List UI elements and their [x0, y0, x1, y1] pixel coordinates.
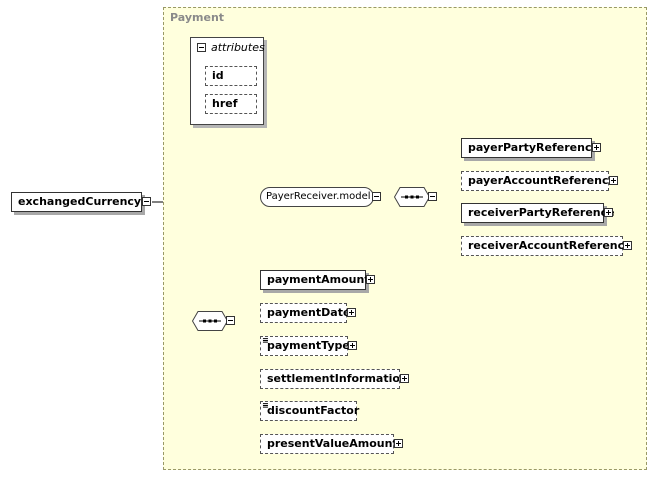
element-discount-factor: discountFactor — [260, 401, 360, 421]
sequence-compositor-icon — [394, 187, 430, 207]
attribute-label: id — [212, 69, 224, 82]
element-label: receiverPartyReference — [468, 206, 615, 219]
root-element: exchangedCurrency1 — [11, 192, 149, 212]
collapse-icon[interactable] — [197, 43, 206, 52]
attributes-title: attributes — [211, 41, 265, 54]
element-label: paymentDate — [267, 306, 351, 319]
simple-content-icon: ≡ — [262, 336, 269, 345]
element-label: settlementInformation — [267, 372, 408, 385]
element-label: payerAccountReference — [468, 174, 616, 187]
collapse-icon[interactable] — [226, 316, 235, 325]
group-payer-receiver-model: PayerReceiver.model — [260, 187, 374, 207]
element-payer-account-reference: payerAccountReference — [461, 171, 616, 191]
root-element-label: exchangedCurrency1 — [18, 195, 149, 208]
element-payment-type: paymentType — [260, 336, 350, 356]
element-label: receiverAccountReference — [468, 239, 632, 252]
element-present-value-amount: presentValueAmount — [260, 434, 398, 454]
element-receiver-party-reference: receiverPartyReference — [461, 203, 615, 223]
expand-icon[interactable] — [400, 374, 409, 383]
element-label: paymentType — [267, 339, 350, 352]
attribute-id: id — [205, 66, 257, 86]
element-payer-party-reference: payerPartyReference — [461, 138, 599, 158]
element-payment-amount: paymentAmount — [260, 270, 370, 290]
group-label: PayerReceiver.model — [266, 191, 371, 202]
element-payment-date: paymentDate — [260, 303, 351, 323]
attribute-href: href — [205, 94, 257, 114]
expand-icon[interactable] — [347, 308, 356, 317]
element-label: paymentAmount — [267, 273, 370, 286]
collapse-icon[interactable] — [142, 197, 151, 206]
expand-icon[interactable] — [609, 176, 618, 185]
element-label: discountFactor — [267, 404, 360, 417]
type-label: Payment — [170, 11, 225, 24]
expand-icon[interactable] — [394, 439, 403, 448]
element-settlement-information: settlementInformation — [260, 369, 408, 389]
collapse-icon[interactable] — [428, 192, 437, 201]
expand-icon[interactable] — [623, 241, 632, 250]
expand-icon[interactable] — [604, 208, 613, 217]
expand-icon[interactable] — [348, 341, 357, 350]
element-label: payerPartyReference — [468, 141, 599, 154]
collapse-icon[interactable] — [372, 192, 381, 201]
sequence-compositor-icon — [192, 311, 228, 331]
attribute-label: href — [212, 97, 238, 110]
expand-icon[interactable] — [366, 275, 375, 284]
simple-content-icon: ≡ — [262, 401, 269, 410]
element-label: presentValueAmount — [267, 437, 398, 450]
expand-icon[interactable] — [592, 143, 601, 152]
element-receiver-account-reference: receiverAccountReference — [461, 236, 632, 256]
